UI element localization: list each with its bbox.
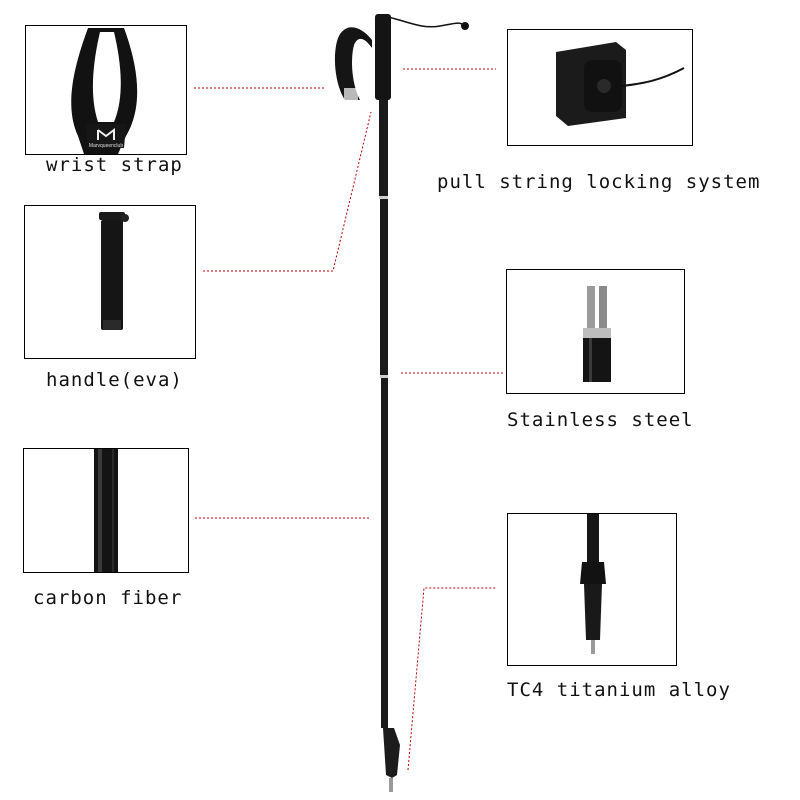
pole-shaft-upper xyxy=(379,100,388,196)
tip-photo xyxy=(507,513,677,666)
pole-wrist-strap xyxy=(334,27,372,100)
label-wrist-strap: wrist strap xyxy=(46,154,183,176)
label-handle: handle(eva) xyxy=(46,369,183,391)
pole-shaft-lower xyxy=(381,378,388,728)
label-pull-string: pull string locking system xyxy=(437,171,761,193)
label-tip: TC4 titanium alloy xyxy=(507,679,731,701)
pull-string-knob xyxy=(461,22,469,30)
label-stainless-steel: Stainless steel xyxy=(507,409,694,431)
pole-tip-metal xyxy=(389,778,393,792)
leader-tip xyxy=(407,587,496,771)
stainless-steel-photo xyxy=(506,269,685,394)
carbon-fiber-photo xyxy=(23,448,189,573)
pole-shaft-middle xyxy=(380,199,388,375)
pull-string-photo xyxy=(507,29,693,146)
wrist-strap-photo: Marvqueenclub xyxy=(25,25,187,155)
pole-ferrule-2 xyxy=(380,375,388,378)
strap-logo-text: Marvqueenclub xyxy=(89,143,123,149)
pole-tip xyxy=(383,728,400,778)
handle-photo xyxy=(24,205,196,359)
label-carbon-fiber: carbon fiber xyxy=(33,587,183,609)
leader-handle xyxy=(203,111,372,272)
pole-pull-string xyxy=(381,15,463,28)
pole-handle xyxy=(375,14,391,100)
pole-ferrule-1 xyxy=(379,196,388,199)
